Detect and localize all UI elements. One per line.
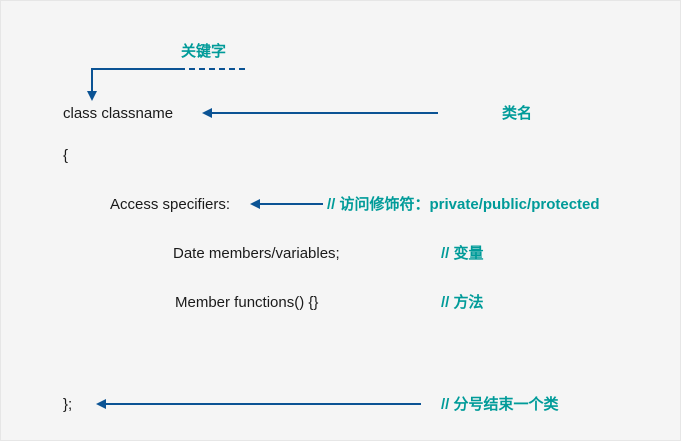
classname-arrow-line (211, 112, 438, 114)
access-specifiers-comment: // 访问修饰符：private/public/protected (327, 196, 600, 213)
code-class-declaration: class classname (63, 105, 174, 122)
keyword-annotation-label: 关键字 (181, 43, 227, 60)
variables-comment: // 变量 (441, 245, 484, 262)
keyword-dashed-connector (179, 68, 245, 70)
methods-comment: // 方法 (441, 294, 484, 311)
keyword-arrowhead-down-icon (87, 91, 97, 101)
code-close-brace: }; (63, 396, 73, 413)
code-data-members: Date members/variables; (173, 245, 340, 262)
code-open-brace: { (63, 147, 69, 164)
end-class-arrow-line (105, 403, 421, 405)
access-arrow-line (259, 203, 323, 205)
end-class-arrowhead-left-icon (96, 399, 106, 409)
access-arrowhead-left-icon (250, 199, 260, 209)
keyword-elbow-vertical (91, 68, 93, 93)
end-class-comment: // 分号结束一个类 (441, 396, 559, 413)
keyword-elbow-horizontal (91, 68, 181, 70)
code-member-functions: Member functions() {} (175, 294, 319, 311)
classname-arrowhead-left-icon (202, 108, 212, 118)
classname-annotation-label: 类名 (502, 105, 533, 122)
code-access-specifiers: Access specifiers: (110, 196, 231, 213)
